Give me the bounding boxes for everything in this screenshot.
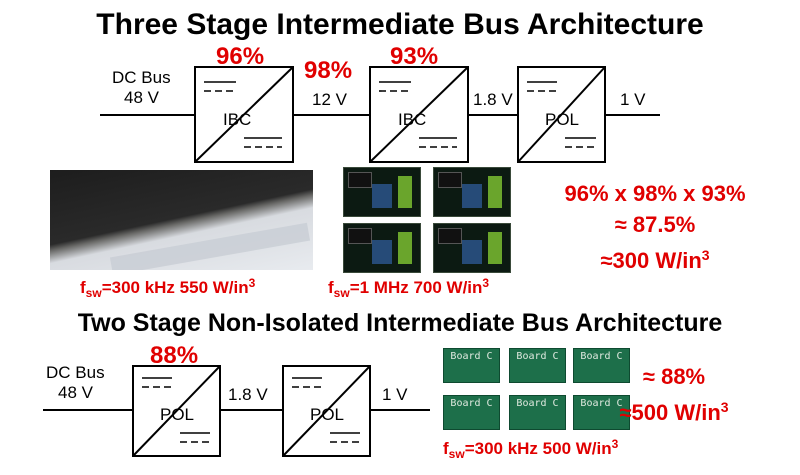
- bottom-pol1-block: [132, 365, 221, 457]
- top-calc-line3: ≈300 W/in3: [600, 247, 710, 273]
- pol-board: [433, 223, 511, 273]
- pol-board: [433, 167, 511, 217]
- bottom-calc-line1: ≈ 88%: [642, 364, 706, 389]
- top-pol-block: [517, 66, 606, 163]
- board-c: Board C: [443, 348, 500, 383]
- board-c: Board C: [573, 395, 630, 430]
- top-ibc1-block: [194, 66, 294, 163]
- bottom-calc-line2: ≈500 W/in3: [619, 399, 729, 425]
- bottom-1v-label: 1 V: [382, 385, 408, 404]
- top-ibc1-label: IBC: [223, 110, 252, 129]
- top-eff1: 96%: [216, 43, 265, 70]
- top-1-8v-label: 1.8 V: [473, 90, 513, 109]
- pol-board: [343, 167, 421, 217]
- board-c: Board C: [443, 395, 500, 430]
- top-dc-bus-label: DC Bus: [112, 68, 171, 87]
- top-calc-line2: ≈ 87.5%: [614, 212, 696, 237]
- top-pol-label: POL: [545, 110, 580, 129]
- top-fsw-mid: fsw=1 MHz 700 W/in3: [328, 276, 490, 300]
- top-eff-between: 98%: [304, 57, 353, 84]
- top-1v-label: 1 V: [620, 90, 646, 109]
- top-ibc2-block: [369, 66, 469, 163]
- bottom-pol1-label: POL: [160, 405, 195, 424]
- top-ibc2-label: IBC: [398, 110, 427, 129]
- ibc-photo: [50, 170, 313, 270]
- pol-board-photos: [343, 167, 513, 277]
- top-calc-line1: 96% x 98% x 93%: [564, 181, 746, 206]
- pol-board: [343, 223, 421, 273]
- board-c: Board C: [509, 395, 566, 430]
- top-dc-bus-voltage: 48 V: [124, 88, 159, 107]
- bottom-1-8v-label: 1.8 V: [228, 385, 268, 404]
- bottom-title: Two Stage Non-Isolated Intermediate Bus …: [77, 309, 723, 337]
- board-c: Board C: [509, 348, 566, 383]
- board-c: Board C: [573, 348, 630, 383]
- top-title: Three Stage Intermediate Bus Architectur…: [96, 8, 704, 41]
- top-12v-label: 12 V: [312, 90, 347, 109]
- bottom-dc-bus-voltage: 48 V: [58, 383, 93, 402]
- bottom-fsw: fsw=300 kHz 500 W/in3: [443, 437, 619, 461]
- top-fsw-left: fsw=300 kHz 550 W/in3: [80, 276, 256, 300]
- board-c-photos: Board C Board C Board C Board C Board C …: [443, 348, 643, 433]
- bottom-pol2-label: POL: [310, 405, 345, 424]
- bottom-eff1: 88%: [150, 342, 199, 369]
- top-eff2: 93%: [390, 43, 439, 70]
- bottom-dc-bus-label: DC Bus: [46, 363, 105, 382]
- bottom-pol2-block: [282, 365, 371, 457]
